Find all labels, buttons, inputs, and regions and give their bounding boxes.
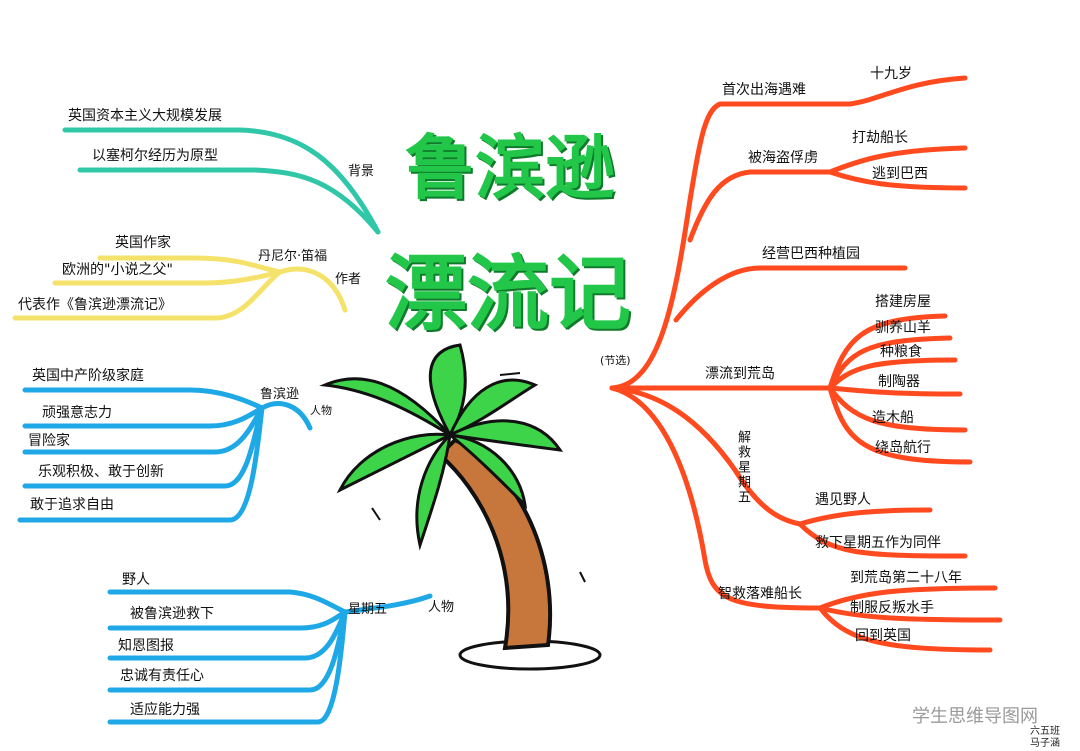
rescue-captain-label: 智救落难船长 <box>718 586 802 602</box>
author-label: 作者 <box>335 272 362 287</box>
branch-line <box>827 169 968 191</box>
branch-line <box>687 145 968 243</box>
rescue-captain-sub: 回到英国 <box>855 628 911 644</box>
island-sub: 制陶器 <box>878 374 920 390</box>
branch-line <box>827 335 953 391</box>
branch-line <box>827 385 968 433</box>
branch-line <box>827 385 963 397</box>
robinson-label: 鲁滨逊 <box>260 387 300 402</box>
friday-item: 被鲁滨逊救下 <box>130 606 214 622</box>
friday-item: 知恩图报 <box>118 638 174 654</box>
robinson-item: 乐观积极、敢于创新 <box>38 464 164 480</box>
captured-sub: 逃到巴西 <box>872 166 928 182</box>
robinson-item: 冒险家 <box>28 433 70 449</box>
background-label: 背景 <box>348 164 375 179</box>
robinson-item: 敢于追求自由 <box>30 497 114 513</box>
author-item: 代表作《鲁滨逊漂流记》 <box>18 297 172 313</box>
branch-line <box>609 385 823 611</box>
author-item: 欧洲的"小说之父" <box>62 262 173 278</box>
branch-line <box>609 75 968 391</box>
island-sub: 造木船 <box>872 410 914 426</box>
branch-line <box>77 167 381 235</box>
friday-label: 星期五 <box>348 602 388 617</box>
branch-lines <box>12 75 1003 725</box>
branch-line <box>12 269 283 321</box>
rescue-captain-sub: 制服反叛水手 <box>850 600 934 616</box>
branch-line <box>259 401 313 431</box>
title-tag: (节选) <box>600 354 631 367</box>
branch-line <box>827 313 948 391</box>
branch-line <box>797 507 933 527</box>
friday-item: 忠诚有责任心 <box>120 668 204 684</box>
branch-line <box>797 521 968 559</box>
palm-leaves <box>319 343 564 551</box>
island-sub: 搭建房屋 <box>875 294 931 310</box>
island-sub: 驯养山羊 <box>875 320 931 336</box>
branch-line <box>827 385 973 465</box>
rescue-captain-sub: 到荒岛第二十八年 <box>850 570 962 586</box>
branch-line <box>52 269 283 286</box>
branch-line <box>22 387 265 411</box>
branch-line <box>97 255 283 275</box>
first-voyage-sub: 十九岁 <box>870 66 912 82</box>
robinson-item: 英国中产阶级家庭 <box>32 368 144 384</box>
island-label: 漂流到荒岛 <box>705 366 775 382</box>
map-title-line2: 漂流记 <box>385 246 632 342</box>
robinson-sublabel: 人物 <box>310 404 332 417</box>
friday-sublabel: 人物 <box>428 600 455 615</box>
author-name: 丹尼尔·笛福 <box>258 249 328 264</box>
branch-line <box>827 357 958 391</box>
watermark: 学生思维导图网 <box>912 706 1038 727</box>
plantation-label: 经营巴西种植园 <box>762 246 860 262</box>
branch-line <box>817 605 993 653</box>
branch-line <box>342 593 433 615</box>
island-sub: 种粮食 <box>880 344 922 360</box>
first-voyage-label: 首次出海遇难 <box>722 82 806 98</box>
rescue-friday-sub: 救下星期五作为同伴 <box>815 535 941 551</box>
branch-line <box>107 609 348 725</box>
friday-item: 野人 <box>122 572 150 588</box>
branch-line <box>817 605 1003 623</box>
background-item: 以塞柯尔经历为原型 <box>92 148 218 164</box>
rescue-friday-label: 解救星期五 <box>735 430 750 505</box>
signature-line1: 六五班 <box>1030 726 1060 737</box>
branch-line <box>817 585 998 611</box>
branch-line <box>673 265 908 323</box>
robinson-item: 顽强意志力 <box>42 405 112 421</box>
island-sub: 绕岛航行 <box>875 440 931 456</box>
captured-sub: 打劫船长 <box>852 130 908 146</box>
author-item: 英国作家 <box>115 235 171 251</box>
branch-line <box>609 385 803 527</box>
rescue-friday-sub: 遇见野人 <box>815 492 871 508</box>
map-title-line1: 鲁滨逊 <box>405 126 615 209</box>
signature-line2: 马子涵 <box>1030 738 1060 749</box>
captured-label: 被海盗俘虏 <box>748 150 818 166</box>
branch-line <box>277 266 348 313</box>
friday-item: 适应能力强 <box>130 702 200 718</box>
branch-line <box>62 127 381 235</box>
background-item: 英国资本主义大规模发展 <box>68 108 222 124</box>
palm-tree-illustration <box>319 343 602 671</box>
branch-line <box>107 589 348 615</box>
branch-line <box>17 405 265 523</box>
